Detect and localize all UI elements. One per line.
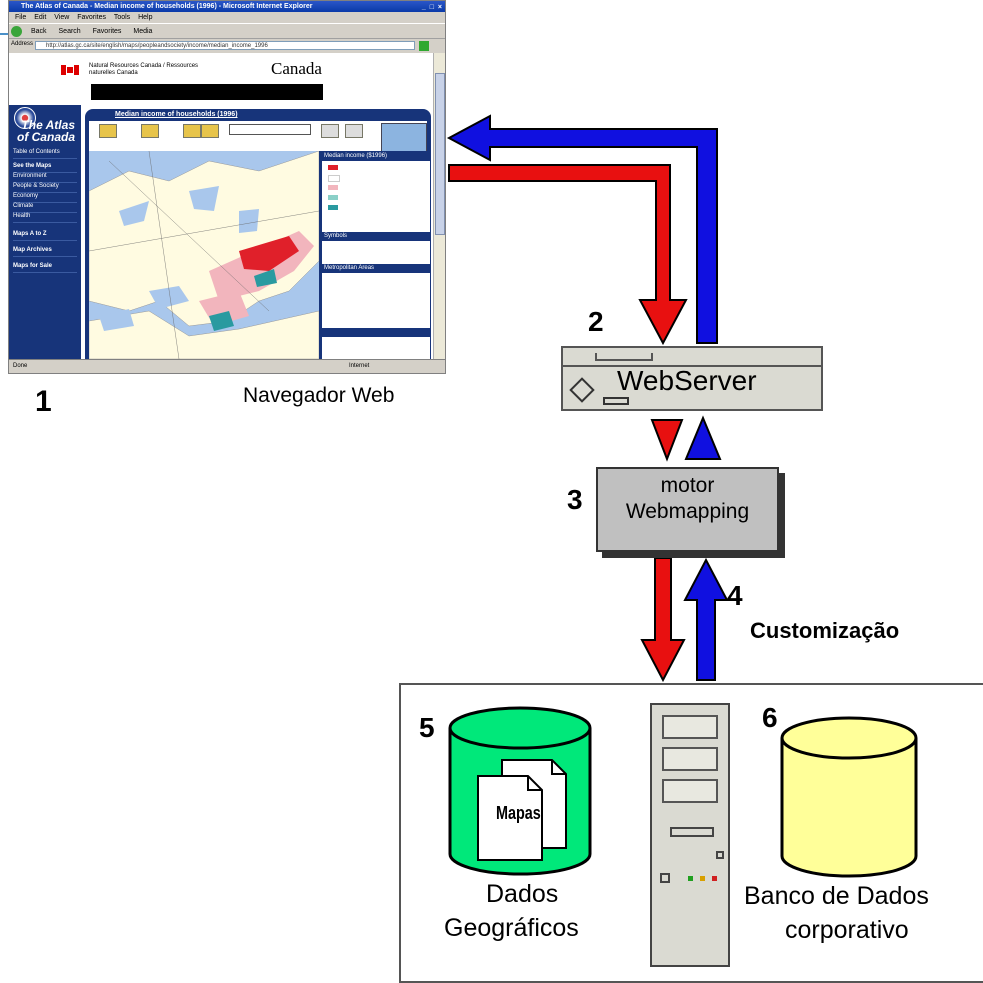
legend-swatch <box>328 205 338 210</box>
fip-nav-bar[interactable] <box>91 84 323 100</box>
corp-db-caption-line2: corporativo <box>785 916 909 944</box>
step-number-6: 6 <box>762 702 778 733</box>
webserver-box: WebServer <box>561 346 823 411</box>
legend-title: Metropolitan Areas <box>322 264 430 273</box>
zoom-out-icon[interactable] <box>201 124 219 138</box>
browser-toolbar[interactable]: Back Search Favorites Media <box>9 23 445 39</box>
go-icon[interactable] <box>419 41 429 51</box>
drive-bay <box>662 715 718 739</box>
map-canvas[interactable] <box>89 151 319 359</box>
corp-db-caption-line1: Banco de Dados <box>744 882 929 910</box>
status-text: Done <box>13 363 28 369</box>
map-toolbar <box>89 121 427 151</box>
sidebar-item[interactable]: People & Society <box>13 183 77 193</box>
browser-scrollbar[interactable] <box>433 53 445 359</box>
browser-window: The Atlas of Canada - Median income of h… <box>8 0 446 374</box>
legend-title: Median income ($1996) <box>322 152 430 161</box>
response-arrow <box>446 114 718 344</box>
legend-title <box>322 328 430 337</box>
request-arrow-lower <box>640 557 686 683</box>
canada-flag-icon <box>61 65 79 75</box>
scrollbar-thumb[interactable] <box>435 73 445 235</box>
browser-status-bar: Done Internet <box>9 359 445 373</box>
step-number-2: 2 <box>588 306 604 337</box>
server-tower-icon <box>650 703 730 967</box>
map-tool-icon[interactable] <box>99 124 117 138</box>
sidebar-item[interactable]: Table of Contents <box>13 149 77 159</box>
sidebar-item[interactable]: See the Maps <box>13 163 77 173</box>
drive-bay <box>662 779 718 803</box>
map-title[interactable]: Median income of households (1996) <box>115 111 238 118</box>
sidebar-item[interactable]: Economy <box>13 193 77 203</box>
help-icon[interactable] <box>321 124 339 138</box>
led-yellow <box>700 876 705 881</box>
canada-wordmark: Canada <box>271 59 322 78</box>
back-icon[interactable] <box>11 26 22 37</box>
request-arrow-small <box>650 419 684 462</box>
sidebar-item[interactable]: Map Archives <box>13 247 77 257</box>
webmapping-engine-box: motor Webmapping <box>596 467 779 552</box>
zoom-in-icon[interactable] <box>183 124 201 138</box>
response-arrow-small <box>684 415 722 460</box>
eject-button <box>716 851 724 859</box>
response-arrow-lower <box>683 557 729 681</box>
customization-label: Customização <box>750 618 900 643</box>
step-number-1: 1 <box>35 385 52 418</box>
webserver-label: WebServer <box>617 365 757 396</box>
map-legend: Median income ($1996) Symbols Metropolit… <box>321 151 431 361</box>
status-zone: Internet <box>349 363 370 369</box>
browser-caption: Navegador Web <box>243 384 395 407</box>
legend-swatch <box>328 195 338 200</box>
geo-data-caption-line1: Dados <box>486 880 559 908</box>
gov-department-text: Natural Resources Canada / Ressources na… <box>89 63 199 76</box>
atlas-logo: The Atlas of Canada <box>16 118 75 144</box>
corporate-database-icon <box>780 716 918 878</box>
window-controls[interactable]: _ □ × <box>421 4 443 11</box>
power-button <box>660 873 670 883</box>
atlas-globe-icon <box>14 107 36 129</box>
led-green <box>688 876 693 881</box>
status-led-icon <box>603 397 629 405</box>
address-input[interactable]: http://atlas.gc.ca/site/english/maps/peo… <box>35 41 415 50</box>
legend-title: Symbols <box>322 232 430 241</box>
map-select[interactable] <box>229 124 311 135</box>
map-geography <box>89 151 319 359</box>
browser-menu-bar[interactable]: File Edit View Favorites Tools Help <box>15 14 153 21</box>
map-tool-icon[interactable] <box>141 124 159 138</box>
map-frame: Median income of households (1996) <box>85 109 431 361</box>
webserver-top-panel <box>563 348 821 367</box>
floppy-drive <box>670 827 714 837</box>
step-number-3: 3 <box>567 484 583 515</box>
step-number-5: 5 <box>419 712 435 743</box>
legend-swatch <box>328 185 338 190</box>
geo-data-caption-line2: Geográficos <box>444 914 579 942</box>
drive-slot <box>595 353 653 361</box>
geographic-database-icon <box>448 706 592 876</box>
address-bar: Address http://atlas.gc.ca/site/english/… <box>9 40 445 52</box>
sidebar-item[interactable]: Health <box>13 213 77 223</box>
address-label: Address <box>11 41 34 47</box>
sidebar-item[interactable]: Climate <box>13 203 77 213</box>
motor-label-line1: motor <box>660 474 715 497</box>
sidebar-item[interactable]: Maps A to Z <box>13 231 77 241</box>
step-number-4: 4 <box>727 580 743 611</box>
sidebar-item[interactable]: Environment <box>13 173 77 183</box>
diamond-icon <box>569 377 595 403</box>
motor-label-line2: Webmapping <box>625 500 750 523</box>
browser-title: The Atlas of Canada - Median income of h… <box>21 3 313 10</box>
browser-title-bar: The Atlas of Canada - Median income of h… <box>9 1 445 12</box>
request-arrow <box>448 164 688 346</box>
legend-swatch <box>328 165 338 170</box>
sidebar-item[interactable]: Maps for Sale <box>13 263 77 273</box>
legend-swatch <box>328 175 340 182</box>
drive-bay <box>662 747 718 771</box>
print-icon[interactable] <box>345 124 363 138</box>
atlas-page: Natural Resources Canada / Ressources na… <box>9 53 433 361</box>
atlas-sidebar: The Atlas of Canada Table of Contents Se… <box>9 105 81 359</box>
led-red <box>712 876 717 881</box>
maps-doc-label: Mapas <box>496 803 541 823</box>
